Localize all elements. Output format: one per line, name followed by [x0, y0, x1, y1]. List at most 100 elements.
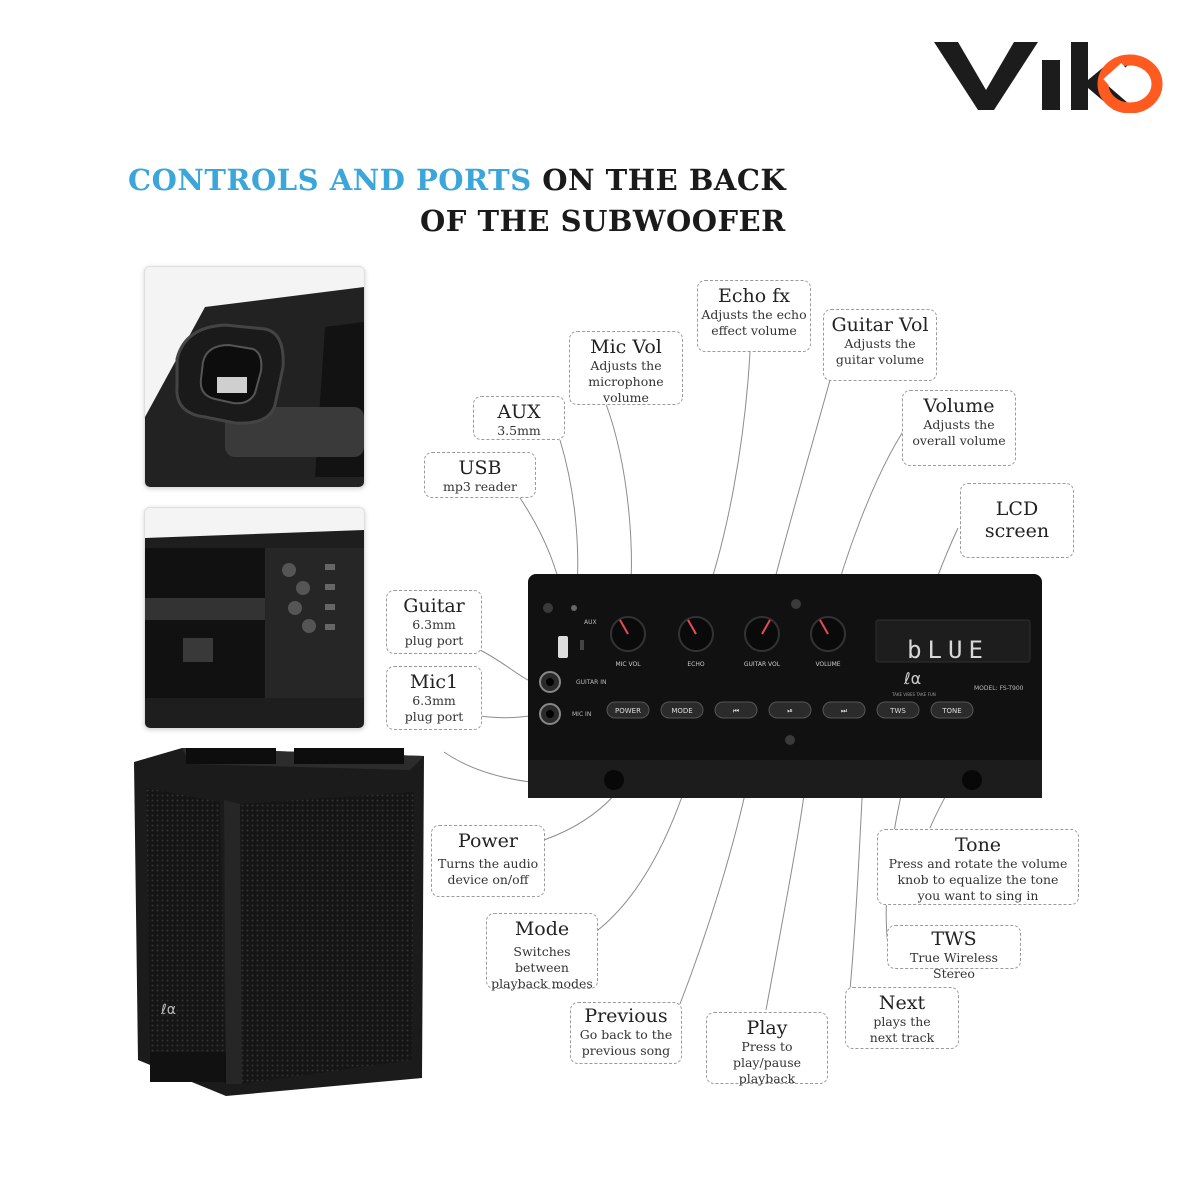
panel-brand-sub: TAKE VIBES TAKE FUN — [891, 692, 936, 697]
mic-vol-label: MIC VOL — [615, 661, 641, 668]
callout-desc: Adjusts the — [844, 336, 916, 351]
guitar-in-label: GUITAR IN — [576, 679, 606, 686]
lcd-screen — [875, 619, 1031, 663]
callout-title: Mode — [514, 918, 570, 940]
callout-title: TWS — [931, 928, 977, 950]
callout-desc: Turns the audio — [437, 856, 539, 871]
callout-title: Volume — [923, 395, 995, 417]
callout-desc: 6.3mm — [412, 617, 456, 632]
guitar-vol-label: GUITAR VOL — [744, 661, 781, 668]
echo-label: ECHO — [687, 661, 704, 668]
callout-desc: next track — [869, 1030, 935, 1045]
usb-led — [580, 640, 584, 650]
callout-title: Guitar — [403, 595, 465, 617]
callout-guitar-vol: Guitar Vol Adjusts the guitar volume — [823, 309, 937, 381]
knob-echo[interactable] — [678, 616, 714, 652]
callout-tone: Tone Press and rotate the volume knob to… — [877, 829, 1079, 905]
callout-desc: device on/off — [447, 872, 529, 887]
callout-tws: TWS True Wireless Stereo — [887, 925, 1021, 981]
callout-desc: playback modes — [491, 976, 593, 991]
panel-button-play[interactable]: ⏯ — [768, 701, 812, 719]
panel-button-label: ⏮ — [733, 707, 739, 715]
callout-desc: previous song — [581, 1043, 671, 1058]
callout-desc: Adjusts the — [923, 417, 995, 432]
subwoofer-illustration: ℓα — [134, 748, 424, 1096]
callout-desc: Switches between — [513, 944, 571, 975]
callout-previous: Previous Go back to the previous song — [570, 1002, 682, 1064]
panel-screw — [543, 603, 553, 613]
panel-button-previous[interactable]: ⏮ — [714, 701, 758, 719]
model-label: MODEL: FS-T900 — [974, 685, 1024, 692]
knob-mic-vol[interactable] — [610, 616, 646, 652]
callout-title: Tone — [954, 834, 1002, 856]
callout-volume: Volume Adjusts the overall volume — [902, 390, 1016, 466]
callout-mode: Mode Switches between playback modes — [486, 913, 598, 991]
callout-desc: Go back to the — [579, 1027, 673, 1042]
callout-title: LCD — [995, 498, 1039, 520]
knob-guitar-vol[interactable] — [744, 616, 780, 652]
callout-desc: Press and rotate the volume — [888, 856, 1068, 871]
mic-in-label: MIC IN — [572, 711, 591, 718]
panel-button-tws[interactable]: TWS — [876, 701, 920, 719]
top-panel-illustration — [145, 508, 364, 728]
panel-button-label: MODE — [671, 707, 692, 715]
panel-button-label: TONE — [941, 707, 961, 715]
panel-button-label: POWER — [615, 707, 641, 715]
panel-button-mode[interactable]: MODE — [660, 701, 704, 719]
callout-desc: True Wireless Stereo — [910, 950, 998, 981]
panel-foot-left — [604, 770, 624, 790]
control-panel: AUX GUITAR IN MIC IN MIC VOL ECHO GUITAR… — [528, 574, 1042, 798]
callout-title: Previous — [584, 1005, 668, 1027]
callout-title: Power — [457, 830, 519, 852]
panel-button-label: TWS — [889, 707, 906, 715]
panel-screw — [785, 735, 795, 745]
callout-desc: plays the — [873, 1014, 931, 1029]
viko-logo — [934, 42, 1163, 113]
callout-desc: knob to equalize the tone — [897, 872, 1059, 887]
callout-desc: guitar volume — [835, 352, 925, 367]
panel-button-tone[interactable]: TONE — [930, 701, 974, 719]
callout-mic-vol: Mic Vol Adjusts the microphone volume — [569, 331, 683, 405]
headline-rest-1: ON THE BACK — [542, 163, 787, 197]
callout-guitar: Guitar 6.3mm plug port — [386, 590, 482, 654]
callout-title: Play — [746, 1017, 788, 1039]
panel-button-next[interactable]: ⏭ — [822, 701, 866, 719]
aux-port — [571, 605, 577, 611]
headline-rest-2: OF THE SUBWOOFER — [420, 204, 786, 238]
panel-button-label: ⏯ — [787, 707, 793, 715]
callout-title: Next — [878, 992, 926, 1014]
callout-aux: AUX 3.5mm — [473, 396, 565, 440]
callout-desc: microphone volume — [588, 374, 664, 405]
callout-title: screen — [984, 520, 1050, 542]
photo-top-handle — [144, 266, 365, 488]
panel-foot-right — [962, 770, 982, 790]
callout-desc: effect volume — [711, 323, 797, 338]
headline-highlight: CONTROLS AND PORTS — [128, 163, 532, 197]
callout-title: Guitar Vol — [831, 314, 929, 336]
panel-button-power[interactable]: POWER — [606, 701, 650, 719]
callout-desc: mp3 reader — [443, 479, 517, 494]
callout-echo-fx: Echo fx Adjusts the echo effect volume — [697, 280, 811, 352]
callout-play: Play Press to play/pause playback — [706, 1012, 828, 1086]
callout-lcd-screen: LCD screen — [960, 483, 1074, 558]
callout-desc: overall volume — [912, 433, 1006, 448]
callout-desc: you want to sing in — [917, 888, 1039, 903]
panel-button-label: ⏭ — [841, 707, 848, 715]
callout-desc: Adjusts the — [590, 358, 662, 373]
callout-desc: Press to — [741, 1039, 793, 1054]
handle-illustration — [145, 267, 364, 487]
callout-mic1: Mic1 6.3mm plug port — [386, 666, 482, 730]
knob-volume[interactable] — [810, 616, 846, 652]
panel-brand-icon: ℓα — [903, 669, 921, 688]
panel-button-row: POWER MODE ⏮ ⏯ ⏭ TWS TONE — [606, 701, 974, 719]
headline: CONTROLS AND PORTS ON THE BACK OF THE SU… — [128, 160, 808, 242]
callout-title: AUX — [497, 401, 541, 423]
callout-desc: plug port — [404, 633, 464, 648]
callout-title: Echo fx — [718, 285, 790, 307]
volume-label: VOLUME — [815, 661, 840, 668]
usb-port[interactable] — [558, 636, 568, 658]
callout-desc: plug port — [404, 709, 464, 724]
panel-screw — [791, 599, 801, 609]
callout-usb: USB mp3 reader — [424, 452, 536, 498]
callout-title: Mic1 — [409, 671, 459, 693]
